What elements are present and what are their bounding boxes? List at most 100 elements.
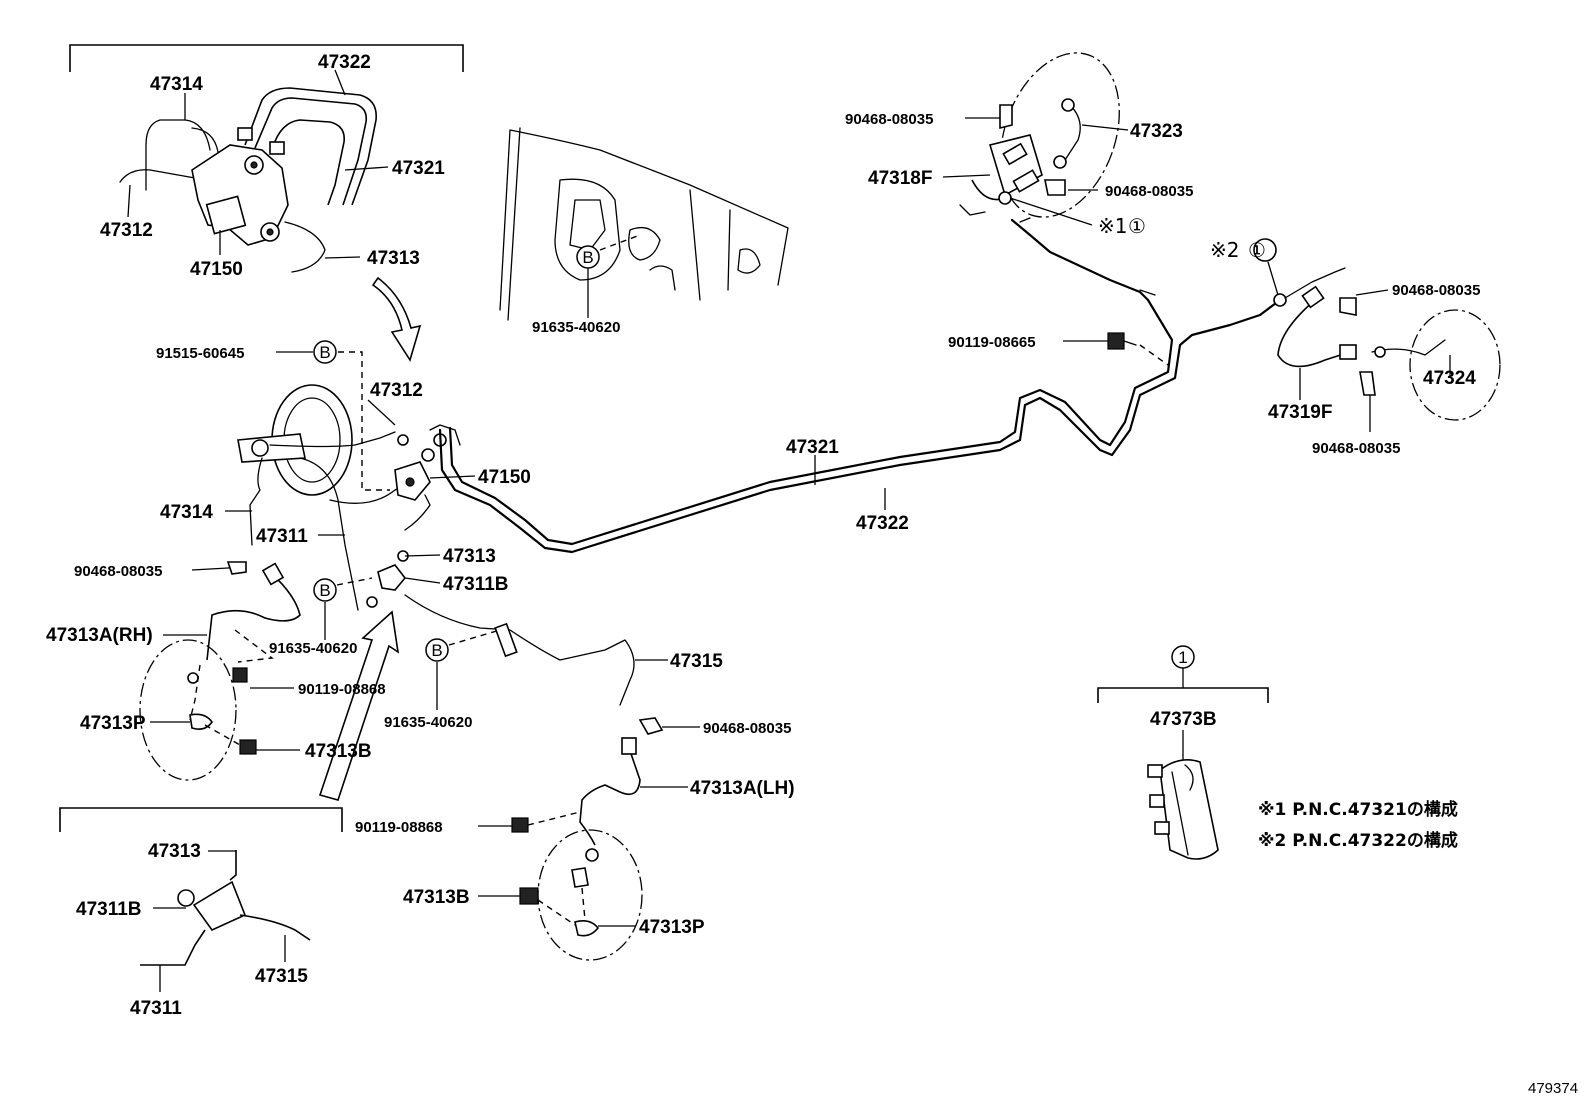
mark-circle1-a: ① (1128, 214, 1146, 238)
leader-47323 (1081, 124, 1129, 131)
label-47323: 47323 (1130, 121, 1183, 142)
note-1: ※1 P.N.C.47321の構成 (1258, 799, 1458, 820)
clip-90468-tr4 (1359, 371, 1376, 396)
clip-90468-tr2 (1044, 179, 1066, 196)
pipe-47314-mid (249, 457, 263, 546)
label-inset-47313: 47313 (148, 841, 201, 862)
marker-B-mid (313, 578, 337, 602)
top-left-assembly: 47322 47314 47321 47312 47150 47313 (69, 44, 464, 280)
label-inset-47311: 47311 (130, 998, 182, 1019)
leader-47312-top (127, 184, 131, 218)
bolt-90119-08665-thread (1123, 340, 1137, 346)
bottom-left-bracket (59, 807, 343, 832)
pipe-47314-b (191, 127, 219, 153)
arrow-down-icon (371, 276, 422, 362)
body-panel-recess (554, 178, 621, 281)
label-90468-left: 90468-08035 (74, 563, 162, 580)
label-91635-mid: 91635-40620 (269, 640, 357, 657)
inset-pipe-47315 (239, 914, 311, 941)
label-90119-08665: 90119-08665 (948, 334, 1036, 351)
label-47321-main: 47321 (786, 437, 839, 458)
fitting-LH (571, 867, 589, 888)
joint-port-2 (1149, 794, 1165, 808)
right-inset-bracket (1097, 687, 1269, 703)
bolt-47313B-right (519, 887, 539, 905)
bolt-90119-upper (232, 667, 248, 683)
label-47318F: 47318F (868, 168, 932, 189)
clip-side (959, 204, 986, 216)
label-47313-mid: 47313 (443, 546, 496, 567)
dash-B-top (599, 234, 641, 251)
pipe-47322-main (448, 218, 1174, 546)
leader-90468-left (191, 567, 229, 571)
body-panel-grommet (628, 226, 661, 261)
valve-47150-mid-center (405, 477, 415, 487)
label-47313B-left: 47313B (305, 741, 372, 762)
dash-B-low (448, 629, 501, 646)
fitting-47318F-1 (1002, 142, 1028, 166)
valve-nut-3 (397, 434, 409, 446)
pipe-47315 (404, 594, 635, 706)
pipe-47321 (271, 119, 346, 206)
body-panel-detail-2 (737, 248, 761, 274)
leader-47313-mid (404, 554, 441, 557)
label-47312-top: 47312 (100, 220, 153, 241)
label-47324: 47324 (1423, 368, 1476, 389)
label-90468-tr4: 90468-08035 (1312, 440, 1400, 457)
marker-B-91515 (313, 340, 337, 364)
joint-1-upper (998, 191, 1012, 205)
caliper-circle-47324 (1409, 309, 1501, 421)
valve-fitting-upper (429, 424, 461, 446)
tee-nut-2 (366, 596, 378, 608)
body-panel: B 91635-40620 (499, 127, 789, 336)
diagram-id: 479374 (1528, 1080, 1578, 1097)
marker-B-91515-text: B (319, 343, 330, 362)
top-right-hose-group: 90468-08035 47323 47318F 90468-08035 ※1 … (845, 52, 1193, 366)
marker-B-top-text: B (582, 248, 593, 267)
caliper-RH-circle (139, 639, 237, 781)
label-90468-lower: 90468-08035 (703, 720, 791, 737)
fitting-2 (269, 141, 285, 155)
label-47312-mid: 47312 (370, 380, 423, 401)
marker-1-top (1253, 238, 1277, 262)
label-47319F: 47319F (1268, 402, 1332, 423)
fitting-1 (237, 127, 253, 141)
pipe-47312 (119, 169, 196, 183)
joint-port-1 (1147, 764, 1163, 778)
label-47314-top: 47314 (150, 74, 203, 95)
hose-47313A-RH (206, 573, 301, 661)
nut-47323-2 (1053, 155, 1067, 169)
clip-90468-tr3 (1339, 297, 1357, 316)
dash-RH-2 (234, 629, 274, 663)
leader-47150-mid (429, 475, 476, 479)
leader-90468-tr3 (1355, 289, 1389, 296)
main-long-pipe: 47321 47322 (438, 218, 1282, 554)
marker-B-mid-text: B (319, 581, 330, 600)
arrow-up-icon (318, 610, 400, 801)
hose-47319F-end-2 (1339, 344, 1357, 360)
mark-circle1-b: ① (1248, 238, 1266, 262)
pipe-47313-mid (404, 494, 431, 531)
body-panel-ribs (689, 189, 731, 301)
hose-RH-end (261, 562, 285, 586)
dash-LH-2 (581, 887, 586, 921)
valve-port-2-center (266, 228, 274, 236)
caliper-circle-47323 (1000, 52, 1120, 218)
joint-port-3 (1154, 821, 1170, 835)
bolt-90119-lower (511, 817, 529, 833)
valve-block (205, 195, 247, 235)
mark-note2-ref: ※2 (1210, 238, 1239, 262)
right-inset: 1 47373B ※1 P.N.C.47321の構成 ※2 P.N.C.4732… (1097, 645, 1458, 860)
master-cylinder (237, 433, 306, 463)
clip-90468-lower (638, 717, 664, 735)
clip-90468-tr1 (999, 104, 1013, 130)
pipe-47313-to-valve (329, 484, 406, 504)
tee-47311B (377, 564, 407, 591)
dash-LH-3 (537, 899, 576, 926)
marker-1-inset-text: 1 (1178, 648, 1187, 667)
bottom-left-inset: 47313 47311B 47315 47311 (59, 807, 343, 1019)
dash-B-mid (336, 577, 373, 586)
leader-47321-top (344, 166, 389, 171)
hose-RH-fitting (187, 672, 199, 684)
pipe-47313 (284, 221, 326, 273)
